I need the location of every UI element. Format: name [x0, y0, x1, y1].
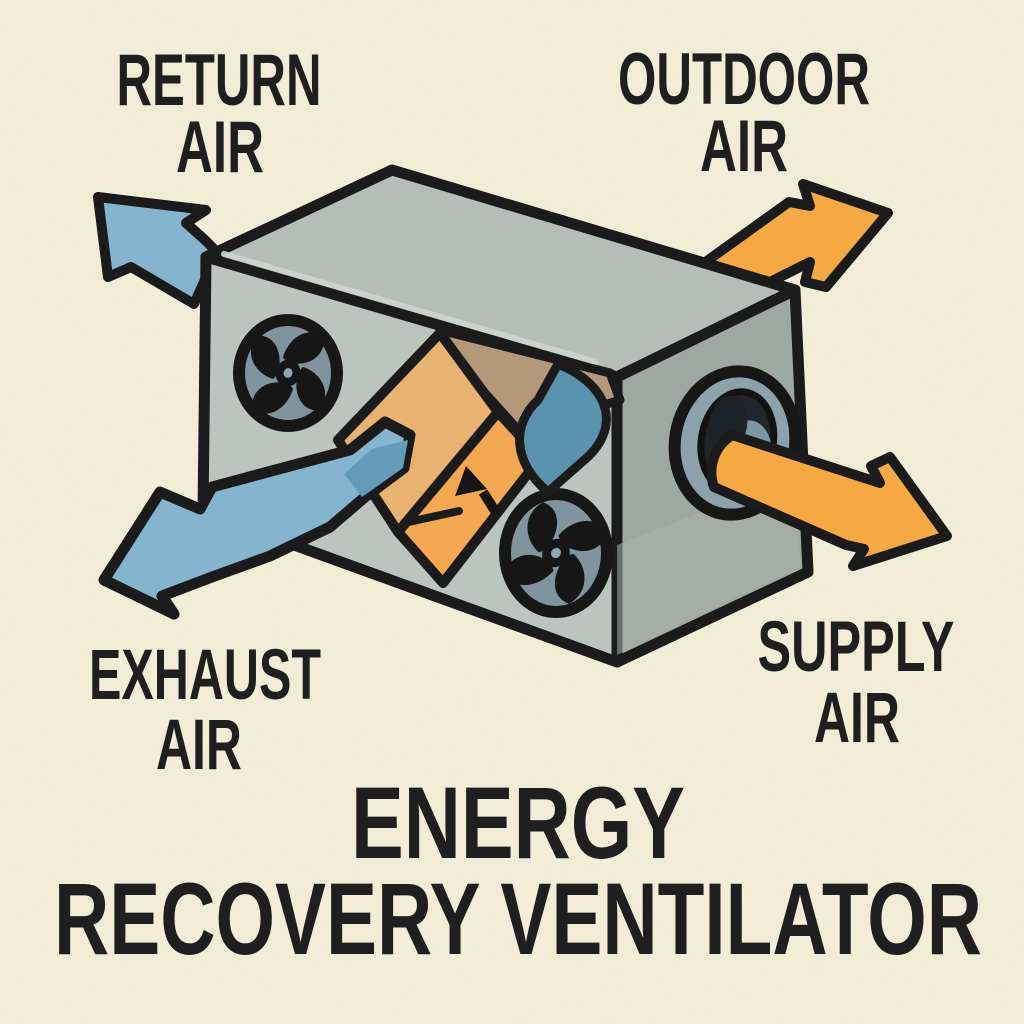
exhaust-air-arrow-body: [98, 416, 416, 620]
label-outdoor-air-line2: AIR: [700, 106, 788, 187]
box-top-highlight: [221, 251, 599, 365]
label-exhaust-air-line2: AIR: [156, 706, 242, 785]
lower-fan-icon: [499, 488, 613, 618]
label-supply-air-line2: AIR: [814, 679, 900, 758]
intake-duct: [515, 359, 611, 497]
supply-air-arrow: [706, 430, 952, 571]
front-fan-icon: [233, 314, 343, 432]
page-title-line1: ENERGY: [351, 766, 685, 880]
label-return-air-line2: AIR: [176, 107, 264, 188]
page-title-line2: RECOVERY VENTILATOR: [54, 862, 982, 976]
exhaust-air-arrow: [98, 416, 416, 620]
label-outdoor-air-line1: OUTDOOR: [618, 39, 870, 120]
box-side-sheen: [617, 475, 800, 655]
heat-exchange-core: [333, 325, 625, 588]
exhaust-air-arrow-shade: [344, 440, 408, 497]
label-exhaust-air-line1: EXHAUST: [89, 636, 321, 715]
core-band-divider: [400, 507, 463, 527]
label-return-air-line1: RETURN: [117, 40, 322, 121]
label-supply-air-line1: SUPPLY: [758, 608, 955, 687]
core-flow-arrow-icon: [455, 466, 502, 517]
